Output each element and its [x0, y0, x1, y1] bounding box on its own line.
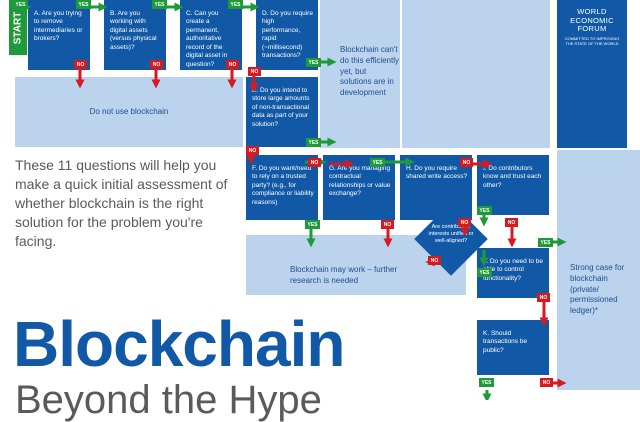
- wef-logo: WORLD ECONOMIC FORUM COMMITTED TO IMPROV…: [557, 0, 627, 148]
- cant-do-text: Blockchain can't do this efficiently yet…: [340, 45, 399, 98]
- question-i2-text: Are contributors interests unified or we…: [428, 224, 474, 244]
- strong-case-text: Strong case for blockchain (private/ per…: [570, 263, 625, 316]
- no-tag-h: NO: [460, 158, 473, 167]
- no-tag-j: NO: [537, 293, 550, 302]
- top-right-panel: [402, 0, 550, 148]
- title-blockchain: Blockchain: [13, 308, 345, 380]
- yes-tag-d: YES: [306, 58, 321, 67]
- no-tag-c: NO: [226, 60, 239, 69]
- yes-tag-i: YES: [477, 206, 492, 215]
- wef-name-line-1: WORLD: [577, 7, 607, 16]
- no-tag-a: NO: [74, 60, 87, 69]
- no-tag-e: NO: [246, 146, 259, 155]
- yes-tag-f: YES: [305, 220, 320, 229]
- cant-do-panel: [320, 0, 400, 148]
- question-a: A. Are you trying to remove intermediari…: [28, 0, 90, 70]
- do-not-use-text: Do not use blockchain: [89, 107, 169, 116]
- yes-tag-start: YES: [13, 0, 28, 9]
- question-e: E. Do you intend to store large amounts …: [246, 77, 318, 147]
- question-c: C. Can you create a permanent, authorita…: [180, 0, 242, 70]
- yes-tag-c: YES: [228, 0, 243, 9]
- wef-motto: COMMITTED TO IMPROVING THE STATE OF THE …: [564, 35, 620, 46]
- question-i: I. Do contributors know and trust each o…: [477, 155, 549, 215]
- do-not-use-panel: [15, 77, 243, 147]
- no-tag-b: NO: [150, 60, 163, 69]
- yes-tag-g: YES: [370, 158, 385, 167]
- wef-name-line-2: ECONOMIC: [570, 15, 614, 25]
- yes-tag-e: YES: [306, 138, 321, 147]
- no-tag-g: NO: [381, 220, 394, 229]
- may-work-text: Blockchain may work – further research i…: [290, 265, 398, 285]
- start-tab: START: [9, 0, 27, 55]
- intro-text: These 11 questions will help you make a …: [15, 157, 228, 249]
- yes-tag-i-strong: YES: [538, 238, 553, 247]
- strong-case-panel: [557, 150, 640, 390]
- question-f: F. Do you want/need to rely on a trusted…: [246, 155, 318, 220]
- question-k: K. Should transactions be public?: [477, 320, 549, 375]
- yes-tag-b: YES: [152, 0, 167, 9]
- question-j: J. Do you need to be able to control fun…: [477, 248, 549, 298]
- no-tag-h-down: NO: [458, 218, 471, 227]
- yes-tag-k: YES: [479, 378, 494, 387]
- yes-tag-i2: YES: [477, 268, 492, 277]
- question-b: B. Are you working with digital assets (…: [104, 0, 166, 70]
- no-tag-i2: NO: [428, 256, 441, 265]
- wef-name-line-3: FORUM: [577, 24, 607, 34]
- no-tag-d: NO: [248, 67, 261, 76]
- no-tag-k: NO: [540, 378, 553, 387]
- yes-tag-a: YES: [76, 0, 91, 9]
- no-tag-f: NO: [308, 158, 321, 167]
- no-tag-i: NO: [505, 218, 518, 227]
